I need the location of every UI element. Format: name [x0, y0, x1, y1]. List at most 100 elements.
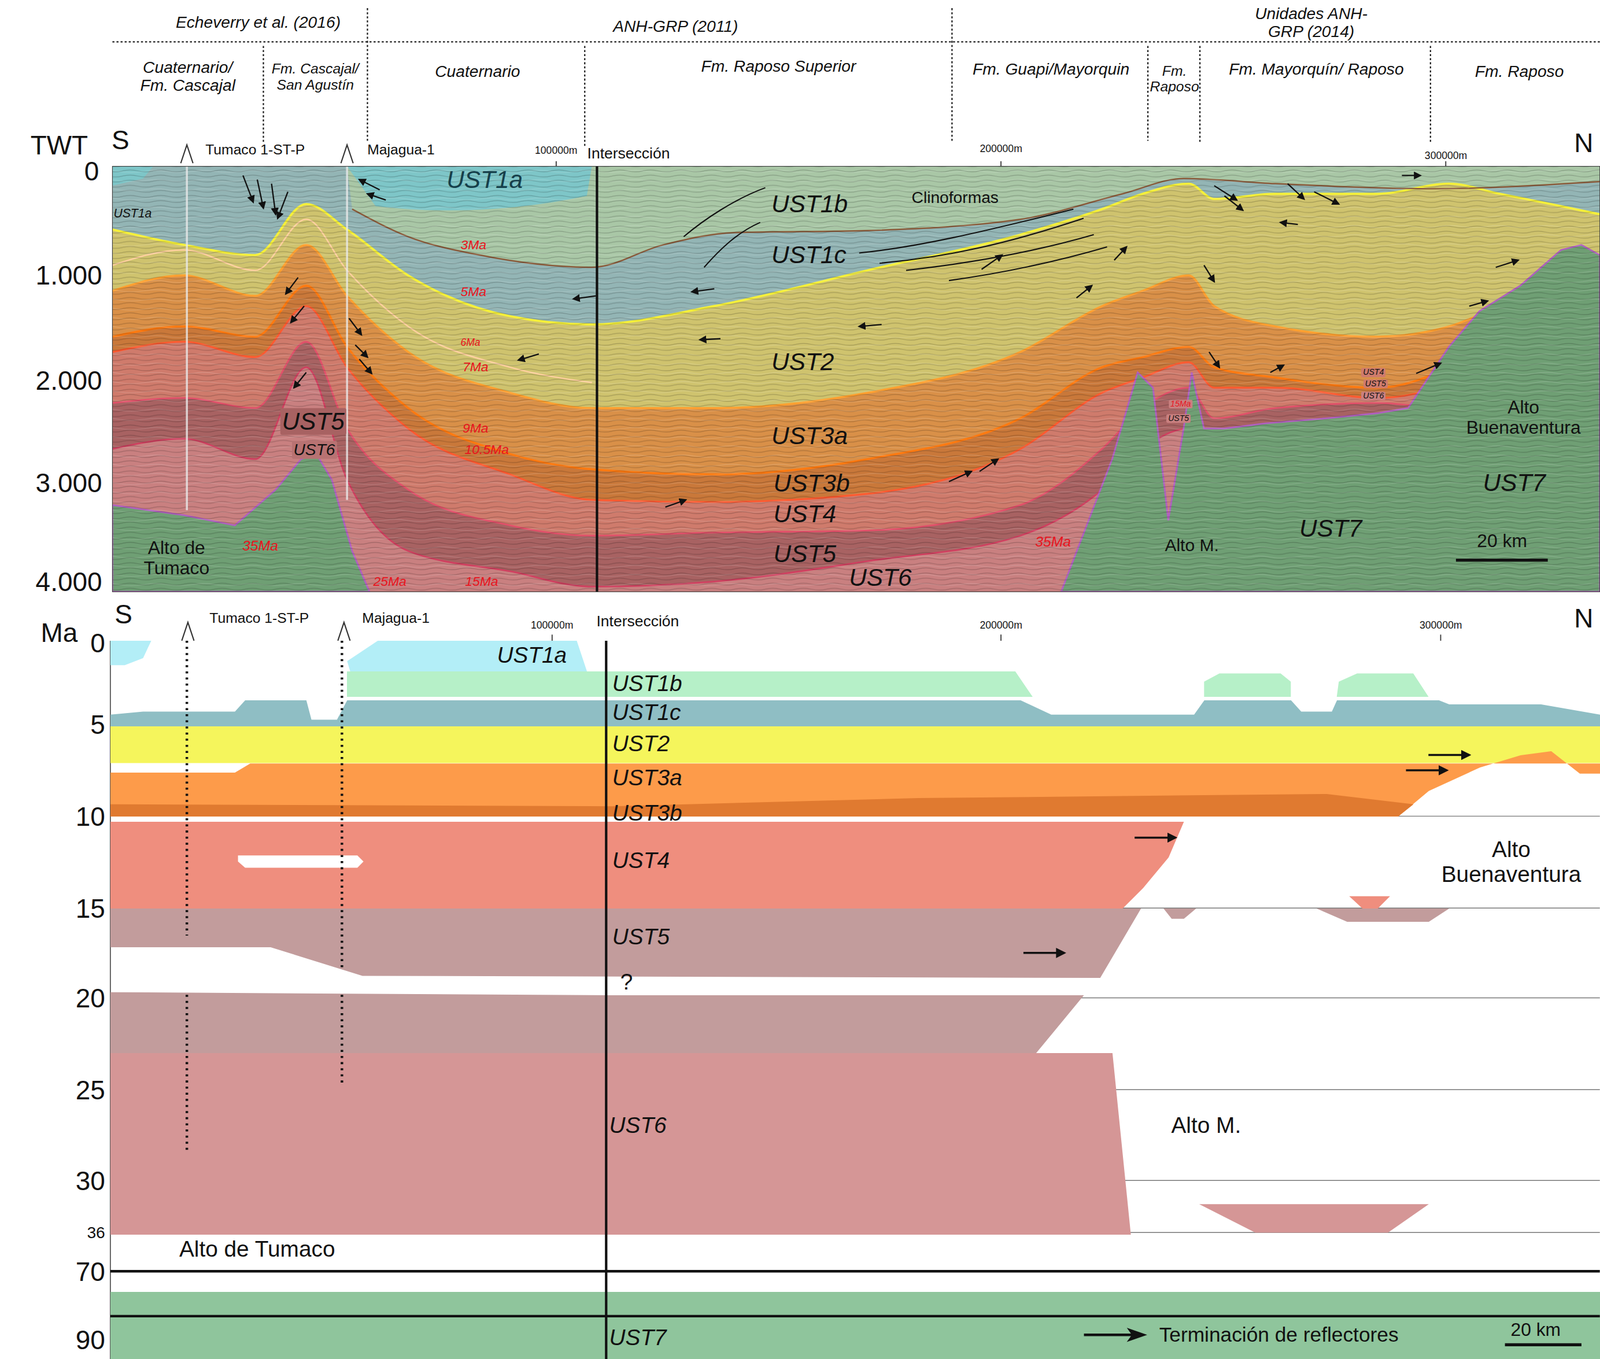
- annotation-label: UST6: [848, 563, 912, 591]
- annotation-label: UST7: [1483, 468, 1546, 497]
- band-fill: [110, 751, 1600, 817]
- annotation-label: 300000m: [1419, 619, 1462, 631]
- seismic-section: [879, 218, 1084, 264]
- annotation-label: 35Ma: [242, 538, 279, 554]
- annotation-label: Fm. Cascajal/ San Agustín: [264, 60, 367, 92]
- annotation-label: Intersección: [596, 612, 679, 630]
- seismic-section: [573, 296, 597, 299]
- annotation-label: UST1a: [113, 206, 152, 220]
- header-dividers: [951, 8, 953, 143]
- unit-label: UST1c: [612, 699, 682, 725]
- annotation-label: 20: [75, 983, 106, 1013]
- annotation-label: Echeverry et al. (2016): [175, 13, 341, 32]
- unit-label: UST5: [612, 924, 670, 950]
- header-dividers: [262, 45, 264, 143]
- stratigraphic-unit-band: UST6: [110, 1052, 1429, 1235]
- scale-bar: [1456, 558, 1548, 562]
- annotation-label: 15Ma: [1168, 399, 1193, 409]
- legend-arrow-head: [1126, 1327, 1147, 1343]
- annotation-label: TWT: [30, 130, 88, 160]
- annotation-label: UST5: [280, 407, 347, 435]
- annotation-label: Alto M.: [1164, 535, 1219, 555]
- band-shape: [110, 726, 1600, 764]
- annotation-label: UST1b: [771, 190, 848, 218]
- annotation-label: 3Ma: [460, 237, 487, 253]
- header-dividers: [1429, 45, 1432, 143]
- seismic-section: [683, 187, 766, 238]
- unit-label: UST4: [612, 847, 670, 873]
- seismic-section: [704, 222, 761, 268]
- annotation-label: Fm. Raposo: [1146, 63, 1204, 95]
- seismic-section: [1076, 285, 1092, 298]
- annotation-label: 30: [75, 1165, 106, 1195]
- seismic-section: [948, 246, 1107, 281]
- unit-label: UST2: [612, 731, 670, 757]
- termination-arrow: [1134, 836, 1176, 840]
- unit-label: UST6: [609, 1113, 667, 1138]
- well-trace: [185, 994, 188, 1153]
- axis-ticks: [1445, 161, 1447, 167]
- annotation-label: 300000m: [1424, 150, 1468, 162]
- age-boundary: [110, 1314, 1600, 1318]
- annotation-label: UST6: [291, 441, 337, 460]
- seismic-section: [293, 372, 306, 388]
- seismic-section: [271, 183, 276, 215]
- legend-text: Terminación de reflectores: [1159, 1323, 1399, 1347]
- annotation-label: 25Ma: [372, 574, 406, 589]
- annotation-label: Cuaternario: [434, 62, 520, 81]
- well-trace: [185, 640, 188, 936]
- legend-arrow-shaft: [1083, 1333, 1133, 1336]
- seismic-section: [700, 338, 721, 341]
- annotation-label: S: [111, 125, 130, 155]
- legend-entry: Terminación de reflectores: [1081, 1323, 1399, 1347]
- stratigraphic-unit-band: UST3b: [110, 793, 1414, 817]
- band-fill: [110, 726, 1600, 764]
- seismic-section: [1224, 196, 1243, 211]
- seismic-section: [1314, 191, 1339, 205]
- unit-label: UST3b: [612, 800, 683, 826]
- stratigraphic-unit-band: UST1b: [346, 671, 1429, 697]
- unit-label: UST7: [609, 1325, 667, 1351]
- annotation-label: Alto M.: [1170, 1113, 1241, 1138]
- annotation-label: 1.000: [35, 260, 103, 290]
- unit-label: UST3a: [612, 765, 683, 790]
- seismic-section: [1280, 222, 1298, 225]
- band-fill: [110, 700, 1600, 727]
- seismic-section: [185, 166, 188, 511]
- seismic-section: [112, 166, 1600, 593]
- axis-ticks: [1000, 634, 1002, 641]
- header-dividers: [584, 45, 586, 148]
- band-fill: [110, 1291, 1600, 1359]
- axis-ticks: [1000, 161, 1002, 167]
- well-trace: [340, 640, 343, 970]
- axis-ticks: [552, 161, 1446, 641]
- band-shape: [110, 793, 1414, 817]
- panel-frame: [112, 166, 1600, 593]
- seismic-section: [355, 344, 368, 357]
- annotation-label: Alto Buenaventura: [1458, 397, 1590, 438]
- seismic-section: [359, 179, 380, 191]
- annotation-label: Alto de Tumaco: [130, 537, 224, 579]
- annotation-label: Ma: [40, 618, 78, 648]
- annotation-label: N: [1573, 603, 1594, 633]
- band-fill: [110, 908, 1450, 1054]
- seismic-section: [112, 166, 1600, 593]
- annotation-label: Fm. Raposo: [1475, 62, 1565, 81]
- header-dividers: [112, 41, 1600, 43]
- seismic-section: [691, 288, 715, 292]
- unit-label: UST1a: [496, 643, 567, 668]
- band-fill: [110, 1052, 1429, 1235]
- annotation-label: 100000m: [530, 619, 574, 631]
- annotation-label: 2.000: [35, 366, 103, 395]
- annotation-label: 100000m: [534, 145, 578, 157]
- seismic-section: [1209, 352, 1220, 368]
- band-fill: [346, 671, 1429, 697]
- seismic-section: [1270, 365, 1284, 373]
- header-dividers: [1199, 45, 1201, 143]
- annotation-label: Clinoformas: [911, 189, 999, 208]
- annotation-label: UST3b: [773, 470, 851, 498]
- annotation-label: 4.000: [35, 567, 103, 597]
- axis-ticks: [555, 161, 557, 167]
- seismic-section: [290, 305, 305, 323]
- annotation-label: Intersección: [587, 145, 671, 163]
